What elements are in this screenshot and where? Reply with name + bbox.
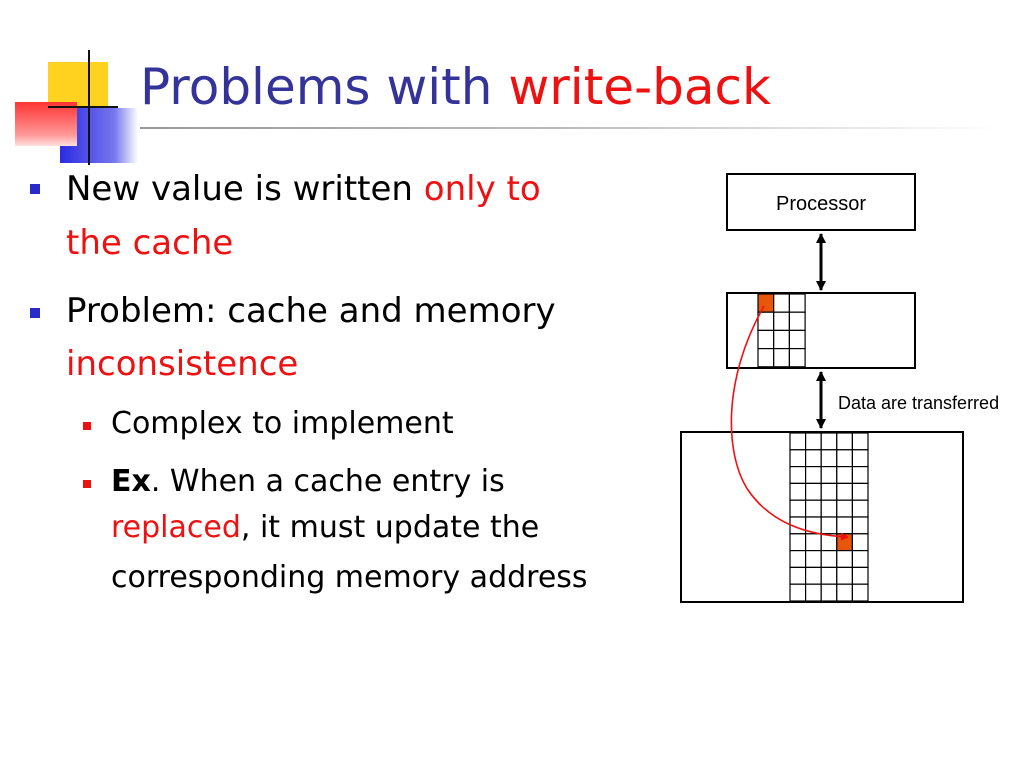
grid-cell [836,466,853,485]
bullet-highlight: the cache [66,223,234,263]
grid-cell [820,449,838,468]
bullet-marker [30,308,40,318]
cache-grid [757,293,806,368]
corner-decoration [0,0,140,170]
grid-cell [836,566,853,585]
grid-cell [851,432,869,451]
grid-cell [836,499,853,518]
grid-cell [836,583,853,602]
bullet-text-line: New value is written only to [66,163,541,215]
bullet-text-line: the cache [66,217,233,269]
grid-cell [789,449,807,468]
bullet-text-line: inconsistence [66,338,298,390]
grid-cell [804,482,822,501]
grid-cell [836,432,853,451]
grid-cell [820,466,838,485]
title-prefix: Problems with [140,58,493,116]
grid-cell [789,566,807,585]
grid-cell [836,482,853,501]
grid-cell [788,293,806,313]
grid-cell [789,482,807,501]
grid-cell [851,516,869,535]
highlighted-cell [757,293,775,313]
title-highlight: write-back [508,58,771,116]
grid-cell [773,293,791,313]
sub-bullet-bold: Ex [111,464,151,499]
grid-cell [851,533,869,552]
sub-bullet-text-line: Complex to implement [111,401,454,447]
sub-bullet-text-line: replaced, it must update the [111,505,539,551]
grid-cell [804,549,822,568]
grid-cell [851,466,869,485]
processor-box: Processor [726,173,916,231]
grid-cell [757,348,775,368]
bullet-text-line: Problem: cache and memory [66,285,556,337]
writeback-arrow [730,305,849,541]
bullet-text: New value is written [66,169,424,209]
bullet-text: Problem: cache and memory [66,291,556,331]
sub-bullet-text: , it must update the [240,510,540,545]
grid-cell [836,449,853,468]
memory-grid [789,432,869,602]
grid-cell [851,583,869,602]
grid-cell [788,311,806,332]
grid-cell [804,499,822,518]
cache-box [726,292,916,369]
grid-cell [804,466,822,485]
title-divider [140,127,1000,129]
grid-cell [820,482,838,501]
memory-box [680,431,964,603]
grid-cell [820,432,838,451]
bullet-marker [30,184,40,194]
grid-cell [804,432,822,451]
sub-bullet-text-line: corresponding memory address [111,555,588,601]
grid-cell [789,533,807,552]
sub-bullet-text: . When a cache entry is [150,464,505,499]
grid-cell [804,533,822,552]
red-square [15,102,77,146]
grid-cell [788,348,806,368]
sub-bullet-marker [83,480,91,488]
grid-cell [773,348,791,368]
transfer-label: Data are transferred [838,393,999,413]
grid-cell [757,329,775,350]
grid-cell [789,583,807,602]
grid-cell [820,499,838,518]
grid-cell [789,499,807,518]
sub-bullet-highlight: replaced [111,510,241,545]
sub-bullet-text: corresponding memory address [111,560,588,595]
bullet-highlight: inconsistence [66,344,299,384]
page-title: Problems with write-back [140,62,771,112]
grid-cell [804,583,822,602]
grid-cell [820,516,838,535]
grid-cell [851,549,869,568]
grid-cell [804,566,822,585]
horizontal-line [48,106,118,108]
grid-cell [851,449,869,468]
grid-cell [851,482,869,501]
grid-cell [788,329,806,350]
grid-cell [804,449,822,468]
sub-bullet-text-line: Ex. When a cache entry is [111,459,505,505]
grid-cell [836,516,853,535]
grid-cell [851,499,869,518]
grid-cell [851,566,869,585]
grid-cell [773,329,791,350]
grid-cell [820,583,838,602]
sub-bullet-marker [83,422,91,430]
bullet-highlight: only to [423,169,541,209]
grid-cell [836,549,853,568]
grid-cell [789,466,807,485]
processor-label: Processor [776,193,866,215]
grid-cell [820,549,838,568]
grid-cell [789,432,807,451]
sub-bullet-text: Complex to implement [111,406,454,441]
grid-cell [757,311,775,332]
grid-cell [773,311,791,332]
grid-cell [820,566,838,585]
grid-cell [789,549,807,568]
